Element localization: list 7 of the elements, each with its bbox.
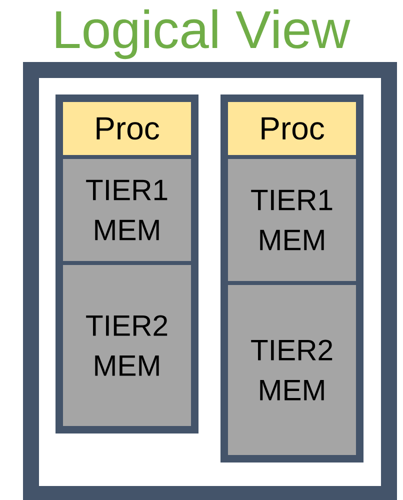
proc-box: Proc	[224, 98, 360, 159]
memory-box: TIER1 MEM	[59, 155, 195, 265]
memory-box: TIER1 MEM	[224, 155, 360, 285]
title: Logical View	[56, 9, 350, 60]
proc-box: Proc	[59, 98, 195, 159]
memory-box: TIER2 MEM	[59, 261, 195, 430]
memory-box: TIER2 MEM	[224, 281, 360, 459]
